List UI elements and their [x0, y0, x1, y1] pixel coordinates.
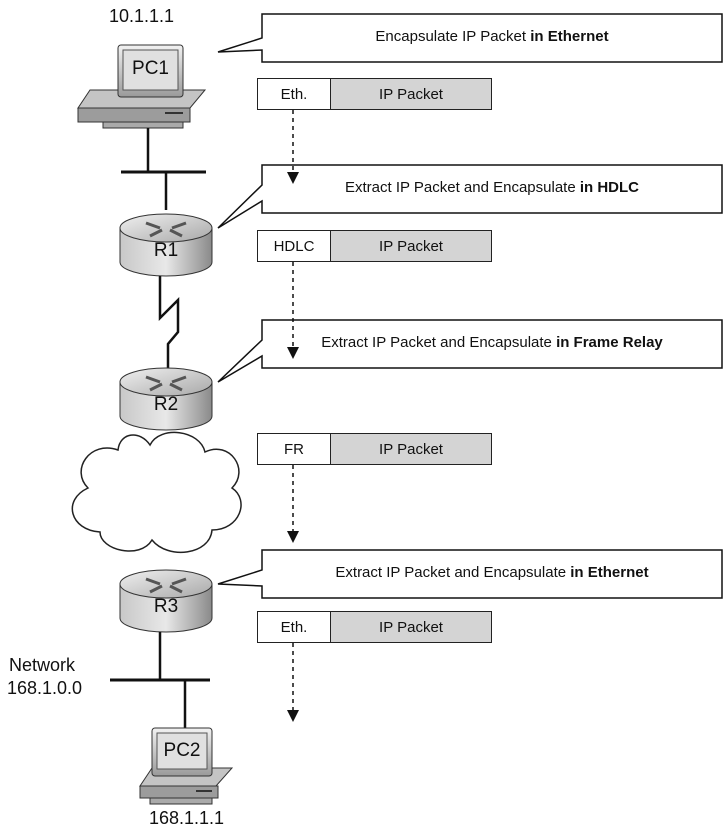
frame-1-header: Eth.: [257, 78, 331, 110]
callout-text-2: Extract IP Packet and Encapsulate in HDL…: [262, 179, 722, 196]
callout-1-text: Encapsulate IP Packet: [375, 28, 531, 45]
callout-bubble-3: [217, 319, 723, 383]
pc1-ip-label: 10.1.1.1: [109, 6, 175, 26]
callout-3-bold: in Frame Relay: [556, 334, 663, 351]
frame-4-payload: IP Packet: [330, 611, 492, 643]
router-r3-icon: [119, 569, 213, 633]
network-label-line1: Network: [9, 655, 76, 675]
frame-1-payload: IP Packet: [330, 78, 492, 110]
callout-4-text: Extract IP Packet and Encapsulate: [335, 564, 571, 581]
pc1-icon: [77, 44, 207, 129]
router-r1-icon: [119, 213, 213, 277]
frame-3-header: FR: [257, 433, 331, 465]
callout-2-bold: in HDLC: [579, 179, 640, 196]
callout-1-bold: in Ethernet: [530, 28, 609, 45]
callout-text-4: Extract IP Packet and Encapsulate in Eth…: [262, 564, 722, 581]
callout-3-text: Extract IP Packet and Encapsulate: [321, 334, 557, 351]
router-r1-label: R1: [153, 240, 179, 261]
serial-link-hdlc: [158, 276, 180, 368]
callout-2-text: Extract IP Packet and Encapsulate: [344, 179, 580, 196]
router-r3-label: R3: [153, 596, 179, 617]
frame-relay-cloud: [71, 431, 242, 554]
pc2-icon: [139, 727, 234, 805]
frame-4-header: Eth.: [257, 611, 331, 643]
pc2-ip-label: 168.1.1.1: [149, 808, 225, 828]
callout-bubble-4: [217, 549, 723, 599]
pc1-name-label: PC1: [132, 58, 169, 79]
pc2-name-label: PC2: [163, 740, 201, 761]
router-r2-label: R2: [153, 394, 179, 415]
callout-text-1: Encapsulate IP Packet in Ethernet: [262, 28, 722, 45]
frame-2-header: HDLC: [257, 230, 331, 262]
callout-text-3: Extract IP Packet and Encapsulate in Fra…: [262, 334, 722, 351]
callout-bubble-2: [217, 164, 723, 229]
network-label-line2: 168.1.0.0: [7, 678, 83, 698]
frame-2-payload: IP Packet: [330, 230, 492, 262]
frame-3-payload: IP Packet: [330, 433, 492, 465]
router-r2-icon: [119, 367, 213, 431]
callout-bubble-1: [217, 13, 723, 63]
callout-4-bold: in Ethernet: [570, 564, 649, 581]
